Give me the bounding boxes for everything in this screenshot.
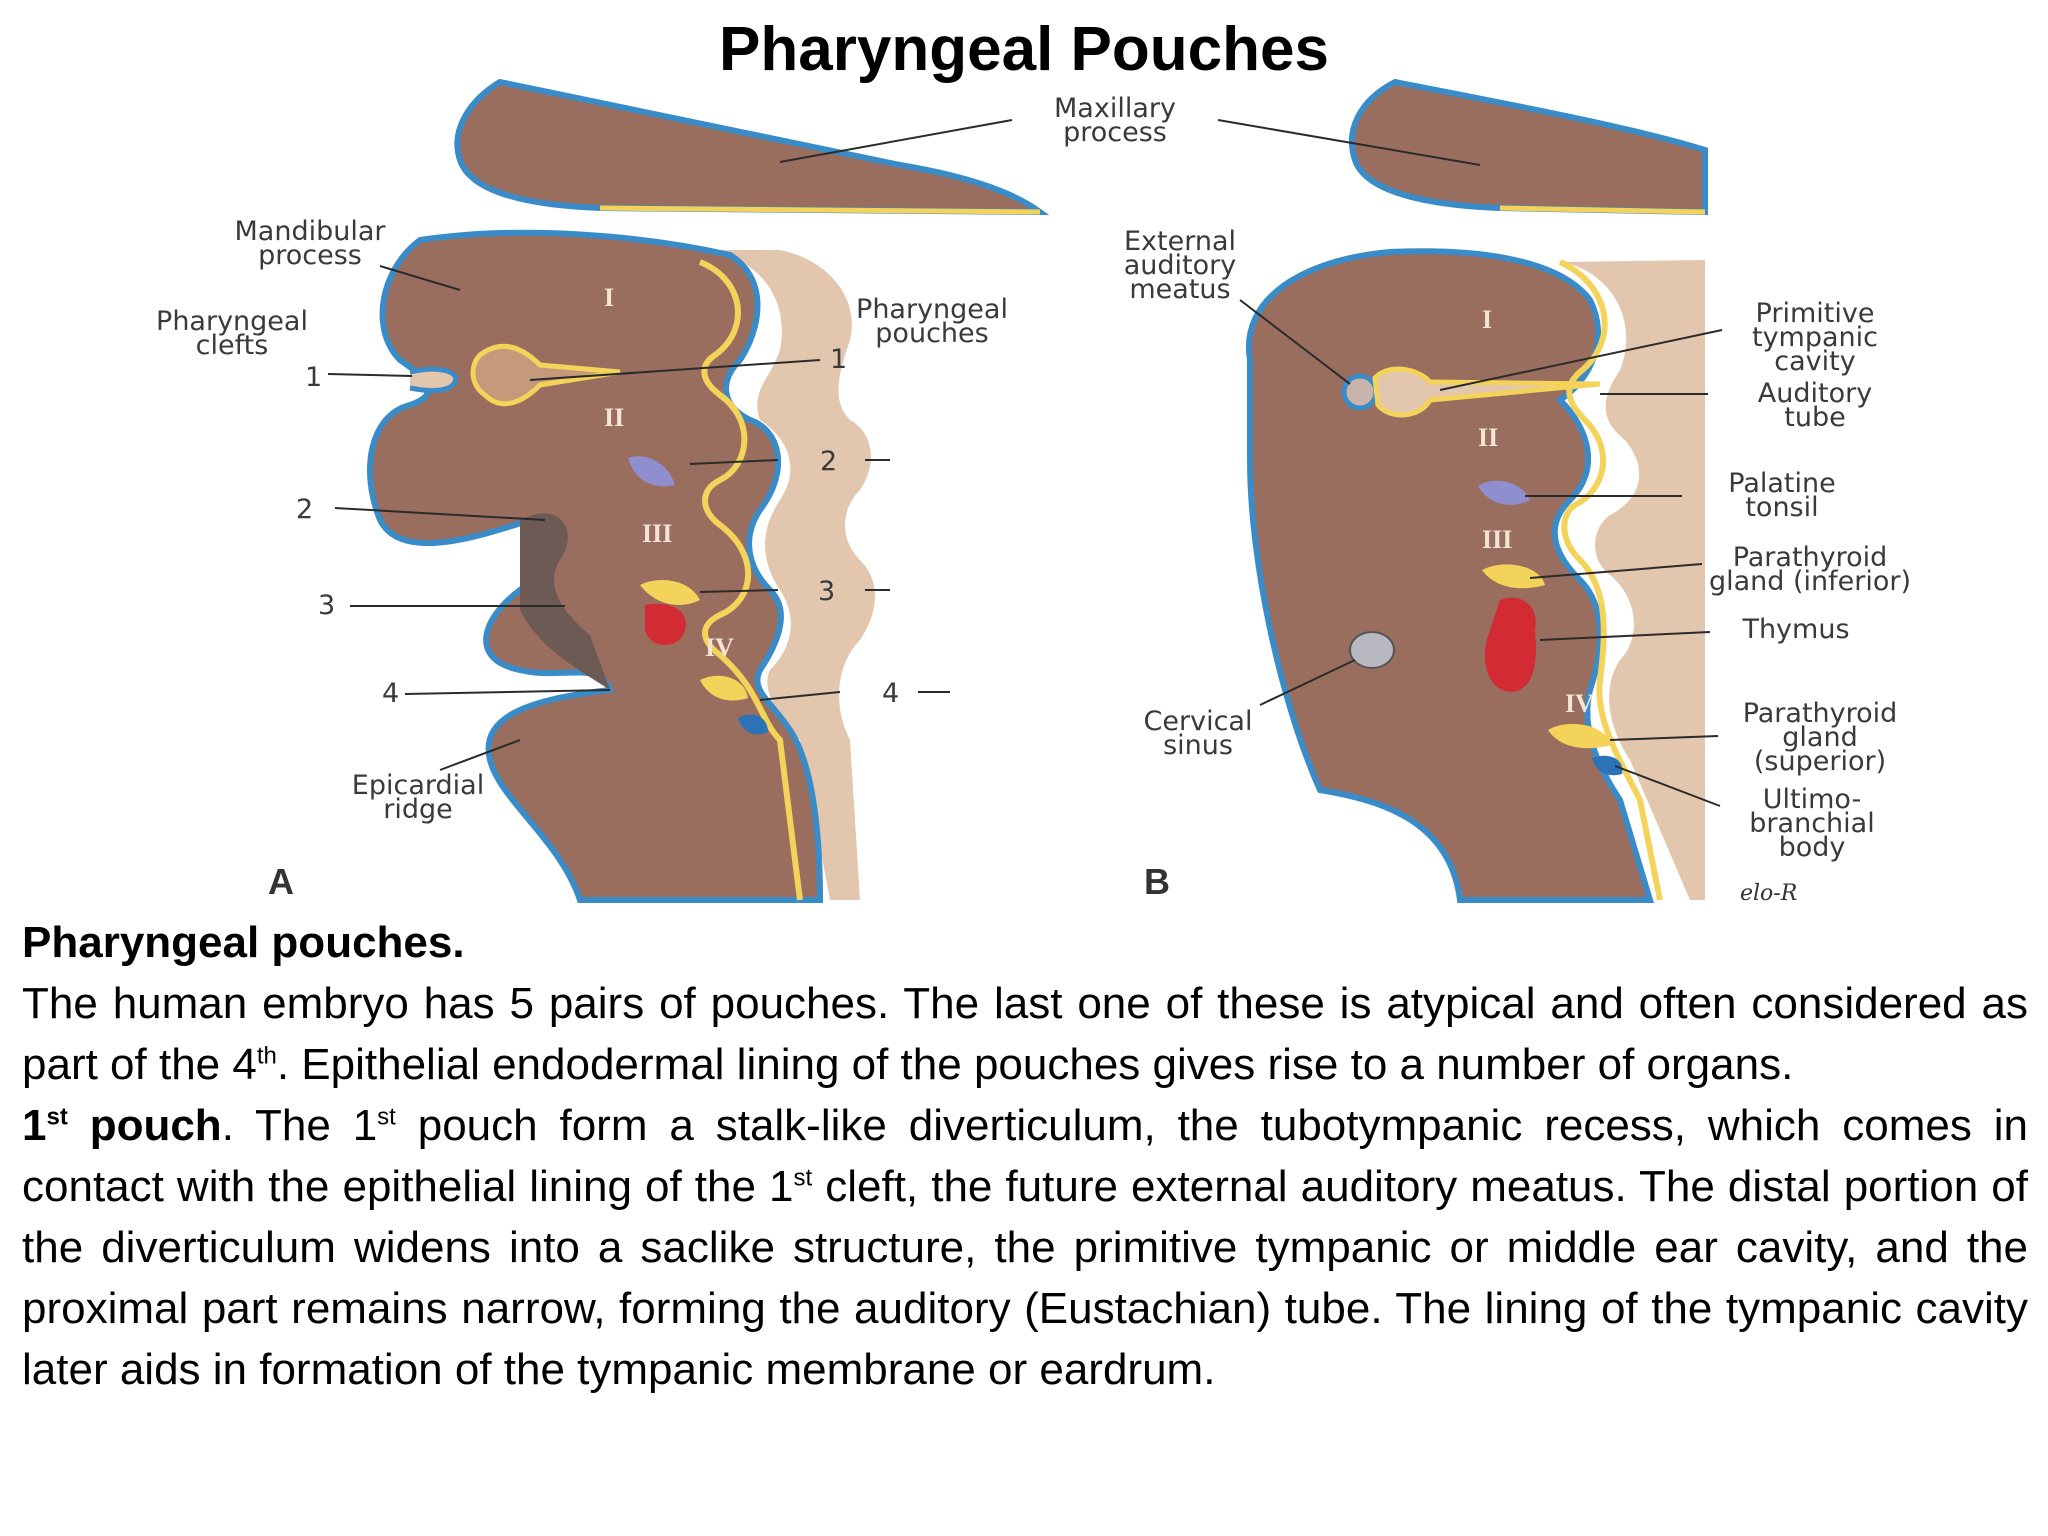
label-parathyroid-inferior-2: gland (inferior)	[1709, 566, 1911, 597]
label-mandibular: Mandibular	[235, 216, 387, 247]
maxillary-process-b	[1348, 78, 1708, 216]
thymus-b	[1484, 597, 1536, 692]
label-cervical-2: sinus	[1163, 730, 1233, 761]
label-ultimobranchial: Ultimo-	[1763, 784, 1861, 815]
pharyngeal-arches-a	[367, 229, 824, 903]
panel-a-illustration: I II III IV Maxillary process Mandibular…	[156, 78, 1176, 903]
thymus-a	[645, 603, 686, 645]
label-mandibular-2: process	[258, 240, 362, 271]
label-pouches-2: pouches	[875, 318, 988, 349]
label-parathyroid-inferior: Parathyroid	[1733, 542, 1888, 573]
label-primitive: Primitive	[1756, 298, 1875, 329]
label-cleft-3: 3	[318, 590, 335, 621]
p2-part-c: cleft, the future external auditory meat…	[22, 1162, 2028, 1394]
pharynx-side-wall-b	[1560, 260, 1705, 900]
pharynx-side-wall-a	[700, 250, 875, 900]
parathyroid-inferior-b	[1482, 564, 1545, 589]
arch-2-numeral-b: II	[1478, 423, 1498, 452]
palatine-tonsil-a	[628, 456, 675, 487]
p1-part-a: The human embryo has 5 pairs of pouches.…	[22, 979, 2028, 1089]
arch-1-numeral-b: I	[1482, 305, 1492, 334]
primitive-tympanic-cavity-b	[1372, 366, 1601, 418]
description-text: Pharyngeal pouches. The human embryo has…	[22, 912, 2028, 1400]
label-pouch-1: 1	[830, 344, 847, 375]
parathyroid-superior-b	[1548, 723, 1612, 749]
label-auditory: Auditory	[1758, 378, 1872, 409]
parathyroid-inferior-a	[640, 580, 700, 605]
label-epicardial-2: ridge	[383, 794, 453, 825]
label-clefts-2: clefts	[196, 330, 269, 361]
arch-3-numeral-a: III	[642, 519, 672, 548]
label-ultimobranchial-2: branchial	[1749, 808, 1874, 839]
label-external: External	[1124, 226, 1236, 257]
paragraph-overview: The human embryo has 5 pairs of pouches.…	[22, 973, 2028, 1095]
neck-tissue-b	[1245, 248, 1655, 903]
panel-b-letter: B	[1144, 861, 1170, 902]
ultimobranchial-body-a	[738, 714, 768, 735]
label-cleft-4: 4	[382, 678, 399, 709]
artist-signature: elo-R	[1740, 881, 1797, 906]
heading-text: Pharyngeal pouches.	[22, 918, 465, 967]
palatine-tonsil-b	[1478, 480, 1530, 505]
label-pouch-3: 3	[818, 576, 835, 607]
label-cervical: Cervical	[1144, 706, 1253, 737]
maxillary-process-a	[454, 78, 1050, 216]
label-ultimobranchial-3: body	[1779, 832, 1846, 863]
label-external-3: meatus	[1129, 274, 1230, 305]
panel-a-letter: A	[268, 861, 294, 902]
label-external-2: auditory	[1124, 250, 1237, 281]
arch-4-numeral-a: IV	[705, 633, 734, 662]
pharyngeal-pouches-diagram: I II III IV Maxillary process Mandibular…	[156, 78, 1911, 906]
p2-part-b: pouch form a stalk-like diverticulum, th…	[22, 1101, 2028, 1211]
p1-sup: th	[256, 1042, 277, 1070]
label-clefts: Pharyngeal	[156, 306, 308, 337]
arch-4-numeral-b: IV	[1565, 689, 1594, 718]
page-title: Pharyngeal Pouches	[719, 15, 1329, 84]
label-epicardial: Epicardial	[352, 770, 484, 801]
label-parathyroid-superior-2: gland	[1782, 722, 1857, 753]
cervical-sinus-b	[1349, 631, 1395, 669]
label-pouches: Pharyngeal	[856, 294, 1008, 325]
pouch-1-cavity-a	[470, 343, 621, 407]
label-auditory-2: tube	[1784, 402, 1845, 433]
arch-2-numeral-a: II	[604, 403, 624, 432]
label-parathyroid-superior-3: (superior)	[1754, 746, 1886, 777]
p2-sup-1: st	[377, 1103, 396, 1131]
ultimobranchial-body-b	[1592, 755, 1623, 776]
label-thymus: Thymus	[1741, 614, 1849, 645]
cleft-2-3-groove-a	[520, 513, 610, 690]
p2-sup-2: st	[793, 1164, 813, 1192]
endoderm-lining-b	[1558, 259, 1663, 901]
p2-part-a: . The 1	[221, 1101, 378, 1150]
arch-3-numeral-b: III	[1482, 525, 1512, 554]
external-auditory-meatus-b	[1341, 373, 1379, 411]
section-heading: Pharyngeal pouches.	[22, 912, 2028, 973]
label-cleft-1: 1	[305, 362, 322, 393]
endoderm-lining-a	[698, 259, 803, 901]
label-cleft-2: 2	[296, 494, 313, 525]
label-maxillary-2: process	[1063, 117, 1167, 148]
cleft-1-a	[409, 366, 459, 393]
label-primitive-3: cavity	[1774, 346, 1855, 377]
label-pouch-2: 2	[820, 446, 837, 477]
arch-1-numeral-a: I	[604, 283, 614, 312]
label-palatine-2: tonsil	[1745, 492, 1818, 523]
paragraph-first-pouch: 1st pouch. The 1st pouch form a stalk-li…	[22, 1095, 2028, 1400]
label-primitive-2: tympanic	[1752, 322, 1878, 353]
label-parathyroid-superior: Parathyroid	[1743, 698, 1898, 729]
parathyroid-superior-a	[700, 675, 748, 701]
label-pouch-4: 4	[882, 678, 899, 709]
panel-b-illustration: I II III IV External auditory meatus Pri…	[1124, 78, 1911, 906]
first-pouch-heading: 1st pouch	[22, 1101, 222, 1150]
p1-part-b: . Epithelial endodermal lining of the po…	[276, 1040, 1794, 1089]
label-maxillary: Maxillary	[1054, 93, 1176, 124]
label-palatine: Palatine	[1728, 468, 1835, 499]
